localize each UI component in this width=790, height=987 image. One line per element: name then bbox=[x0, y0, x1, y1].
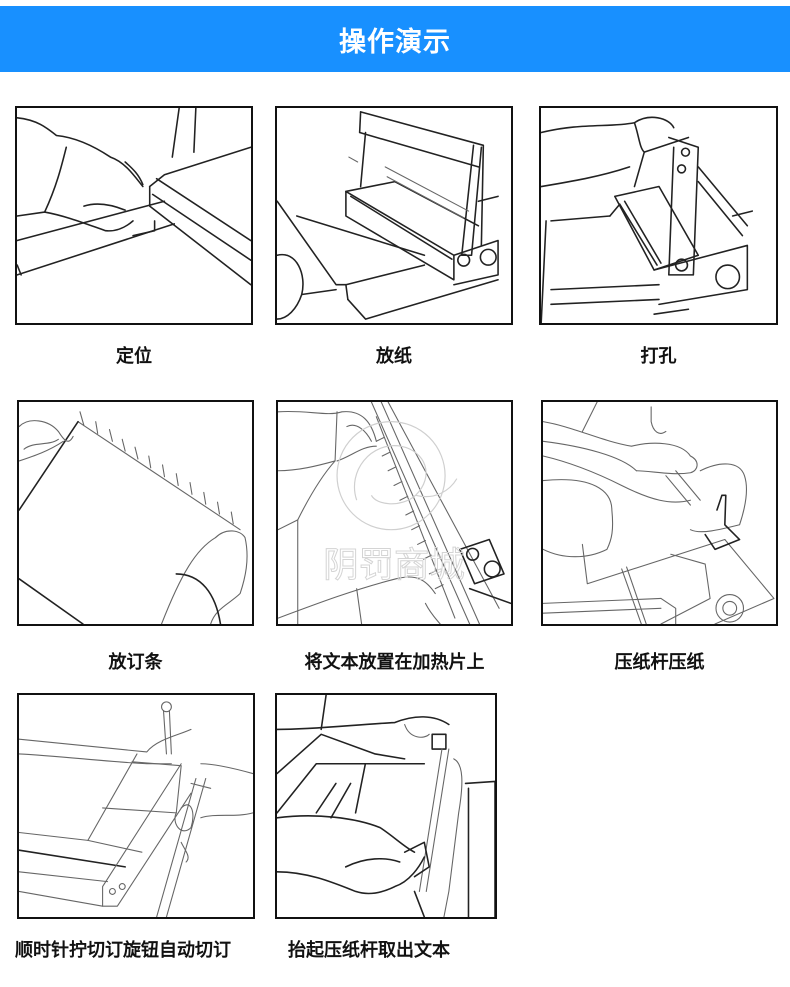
document-on-heating-plate-icon bbox=[278, 402, 511, 624]
step-4-illustration bbox=[17, 400, 254, 626]
step-5-illustration: 阴罚商城 bbox=[276, 400, 513, 626]
step-3-illustration bbox=[539, 106, 778, 325]
step-8-illustration bbox=[275, 693, 497, 919]
step-3-caption: 打孔 bbox=[640, 346, 677, 367]
step-1-caption: 定位 bbox=[116, 346, 152, 367]
placing-binding-strip-icon bbox=[19, 411, 248, 624]
step-7-caption: 顺时针拧切订旋钮自动切订 bbox=[15, 940, 231, 961]
step-5-caption: 将文本放置在加热片上 bbox=[304, 652, 485, 673]
turning-cut-knob-icon bbox=[19, 701, 253, 917]
hand-positioning-paper-icon bbox=[17, 108, 251, 286]
placing-paper-in-binder-icon bbox=[277, 111, 499, 320]
step-1-illustration bbox=[15, 106, 253, 325]
step-2-caption: 放纸 bbox=[376, 346, 412, 367]
step-2-illustration bbox=[275, 106, 513, 325]
lifting-bar-removing-document-icon bbox=[277, 695, 495, 917]
pressing-paper-bar-icon bbox=[543, 402, 775, 624]
step-6-illustration bbox=[541, 400, 778, 626]
page-title: 操作演示 bbox=[339, 26, 451, 58]
step-7-illustration bbox=[17, 693, 255, 919]
header-banner: 操作演示 bbox=[0, 6, 790, 72]
pulling-punch-lever-icon bbox=[541, 116, 754, 323]
step-6-caption: 压纸杆压纸 bbox=[614, 652, 705, 673]
step-8-caption: 抬起压纸杆取出文本 bbox=[288, 940, 450, 961]
step-4-caption: 放订条 bbox=[108, 652, 163, 673]
